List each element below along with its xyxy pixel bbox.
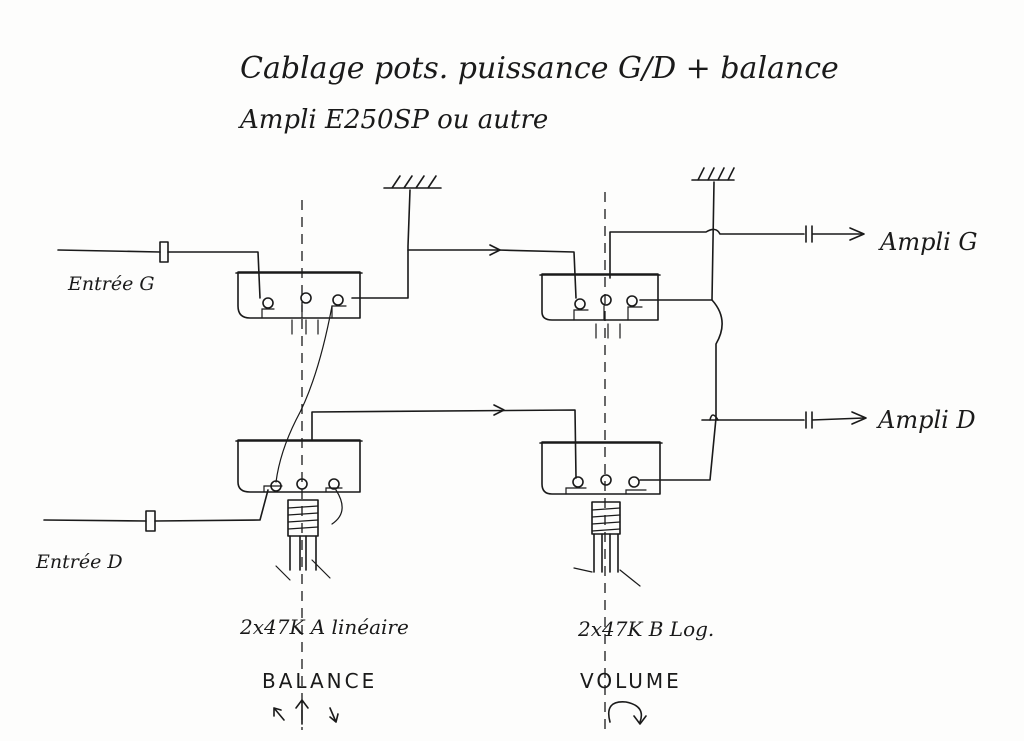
balance-name-label: BALANCE (262, 669, 377, 693)
title-line-2: Ampli E250SP ou autre (238, 105, 548, 135)
balance-top-lug-1 (262, 297, 274, 309)
balance-bottom-lug-2 (296, 478, 308, 490)
volume-bottom-lug-1 (572, 476, 584, 488)
volume-top-lug-3 (626, 295, 638, 307)
volume-bottom-lug-3 (628, 476, 640, 488)
ground-symbol-balance (383, 175, 442, 189)
volume-name-label: VOLUME (580, 669, 682, 693)
volume-bottom-lug-2 (600, 474, 612, 486)
input-left-connector (57, 241, 169, 263)
volume-pot-bottom (539, 441, 663, 587)
balance-top-lug-3 (332, 294, 344, 306)
volume-top-lug-1 (574, 298, 586, 310)
input-left-label: Entrée G (67, 273, 155, 295)
balance-bottom-lug-3 (328, 478, 340, 490)
balance-pot-top (235, 271, 363, 335)
output-right-label: Ampli D (876, 406, 976, 434)
balance-direction-arrows-icon (273, 699, 339, 725)
balance-spec-label: 2x47K A linéaire (239, 615, 409, 639)
volume-spec-label: 2x47K B Log. (577, 617, 714, 641)
title-line-1: Cablage pots. puissance G/D + balance (240, 51, 839, 86)
ground-symbol-volume (691, 167, 735, 181)
wiring (154, 181, 867, 525)
balance-top-lug-2 (300, 292, 312, 304)
balance-pot-bottom (235, 439, 363, 581)
volume-rotation-arrow-icon (607, 701, 647, 725)
volume-top-lug-2 (600, 294, 612, 306)
volume-pot-top (539, 273, 661, 339)
input-right-label: Entrée D (35, 551, 123, 573)
output-left-label: Ampli G (878, 228, 978, 256)
input-right-connector (43, 510, 156, 532)
